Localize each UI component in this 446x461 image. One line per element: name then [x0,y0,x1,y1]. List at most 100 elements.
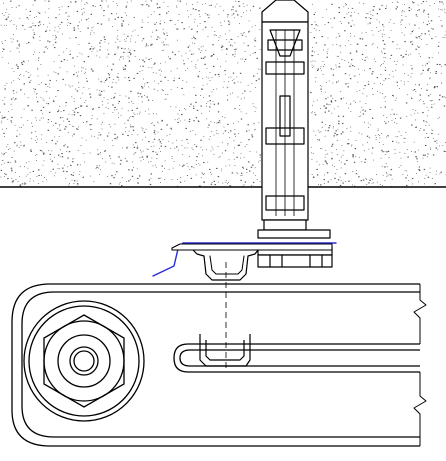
speckle-dot [383,61,385,62]
speckle-dot [406,50,407,52]
speckle-dot [161,121,163,122]
speckle-dot [52,168,54,170]
speckle-dot [116,138,118,140]
speckle-dot [100,94,102,96]
speckle-dot [254,167,256,169]
speckle-dot [3,48,5,51]
speckle-dot [145,0,147,2]
speckle-dot [313,37,316,39]
speckle-dot [367,122,369,124]
speckle-dot [90,129,91,131]
speckle-dot [64,143,66,145]
speckle-dot [426,133,428,134]
speckle-dot [436,142,438,144]
speckle-dot [254,46,256,48]
speckle-dot [58,14,60,16]
speckle-dot [70,164,72,166]
speckle-dot [366,56,368,58]
speckle-dot [179,0,182,2]
speckle-dot [375,61,377,62]
speckle-dot [254,39,255,41]
speckle-dot [117,39,119,41]
speckle-dot [145,46,147,48]
speckle-dot [326,103,328,105]
speckle-dot [163,33,166,35]
speckle-dot [204,63,206,65]
speckle-dot [345,4,347,6]
speckle-dot [212,101,214,102]
speckle-dot [154,133,156,135]
speckle-dot [228,76,230,78]
speckle-dot [116,109,118,110]
speckle-dot [361,133,363,135]
speckle-dot [401,15,403,16]
speckle-dot [357,43,359,45]
speckle-dot [119,59,121,61]
speckle-dot [223,126,225,128]
speckle-dot [314,114,317,116]
speckle-dot [210,4,212,6]
speckle-dot [66,12,67,14]
speckle-dot [214,31,216,32]
speckle-dot [66,171,68,173]
speckle-dot [331,26,333,28]
speckle-dot [48,150,50,152]
speckle-dot [55,36,57,38]
speckle-dot [244,90,246,92]
speckle-dot [314,21,316,23]
speckle-dot [428,30,430,32]
speckle-dot [336,140,338,141]
speckle-dot [76,180,78,182]
speckle-dot [442,37,444,38]
speckle-dot [428,34,430,36]
speckle-dot [420,73,422,75]
speckle-dot [133,167,134,168]
speckle-dot [398,142,400,144]
speckle-dot [54,47,56,49]
speckle-dot [396,44,398,46]
speckle-dot [139,93,142,95]
speckle-dot [424,183,425,185]
speckle-dot [181,140,183,142]
speckle-dot [404,73,405,75]
speckle-dot [367,81,369,82]
speckle-dot [391,120,393,122]
speckle-dot [71,85,73,87]
speckle-dot [350,33,351,35]
speckle-dot [96,166,98,168]
speckle-dot [434,3,435,4]
speckle-dot [393,23,395,24]
speckle-dot [189,131,191,132]
speckle-dot [235,48,237,50]
speckle-dot [396,48,398,50]
speckle-dot [346,128,348,129]
speckle-dot [384,52,386,55]
speckle-dot [141,26,143,28]
speckle-dot [21,127,22,128]
speckle-dot [231,80,233,81]
speckle-dot [158,177,160,180]
speckle-dot [66,71,68,73]
speckle-dot [329,104,331,105]
speckle-dot [208,95,211,97]
speckle-dot [415,126,418,128]
speckle-dot [107,5,109,7]
speckle-dot [161,165,163,167]
speckle-dot [340,98,342,100]
speckle-dot [51,139,53,141]
speckle-dot [234,17,235,19]
anchor-notch [265,195,305,211]
speckle-dot [379,142,380,143]
speckle-dot [381,149,383,151]
speckle-dot [108,43,110,45]
speckle-dot [382,4,384,6]
speckle-dot [388,78,390,79]
speckle-dot [217,176,220,178]
speckle-dot [10,20,12,21]
speckle-dot [32,4,34,6]
speckle-dot [243,156,245,158]
speckle-dot [349,78,352,80]
speckle-dot [16,28,17,30]
speckle-dot [413,112,415,114]
speckle-dot [318,30,320,31]
